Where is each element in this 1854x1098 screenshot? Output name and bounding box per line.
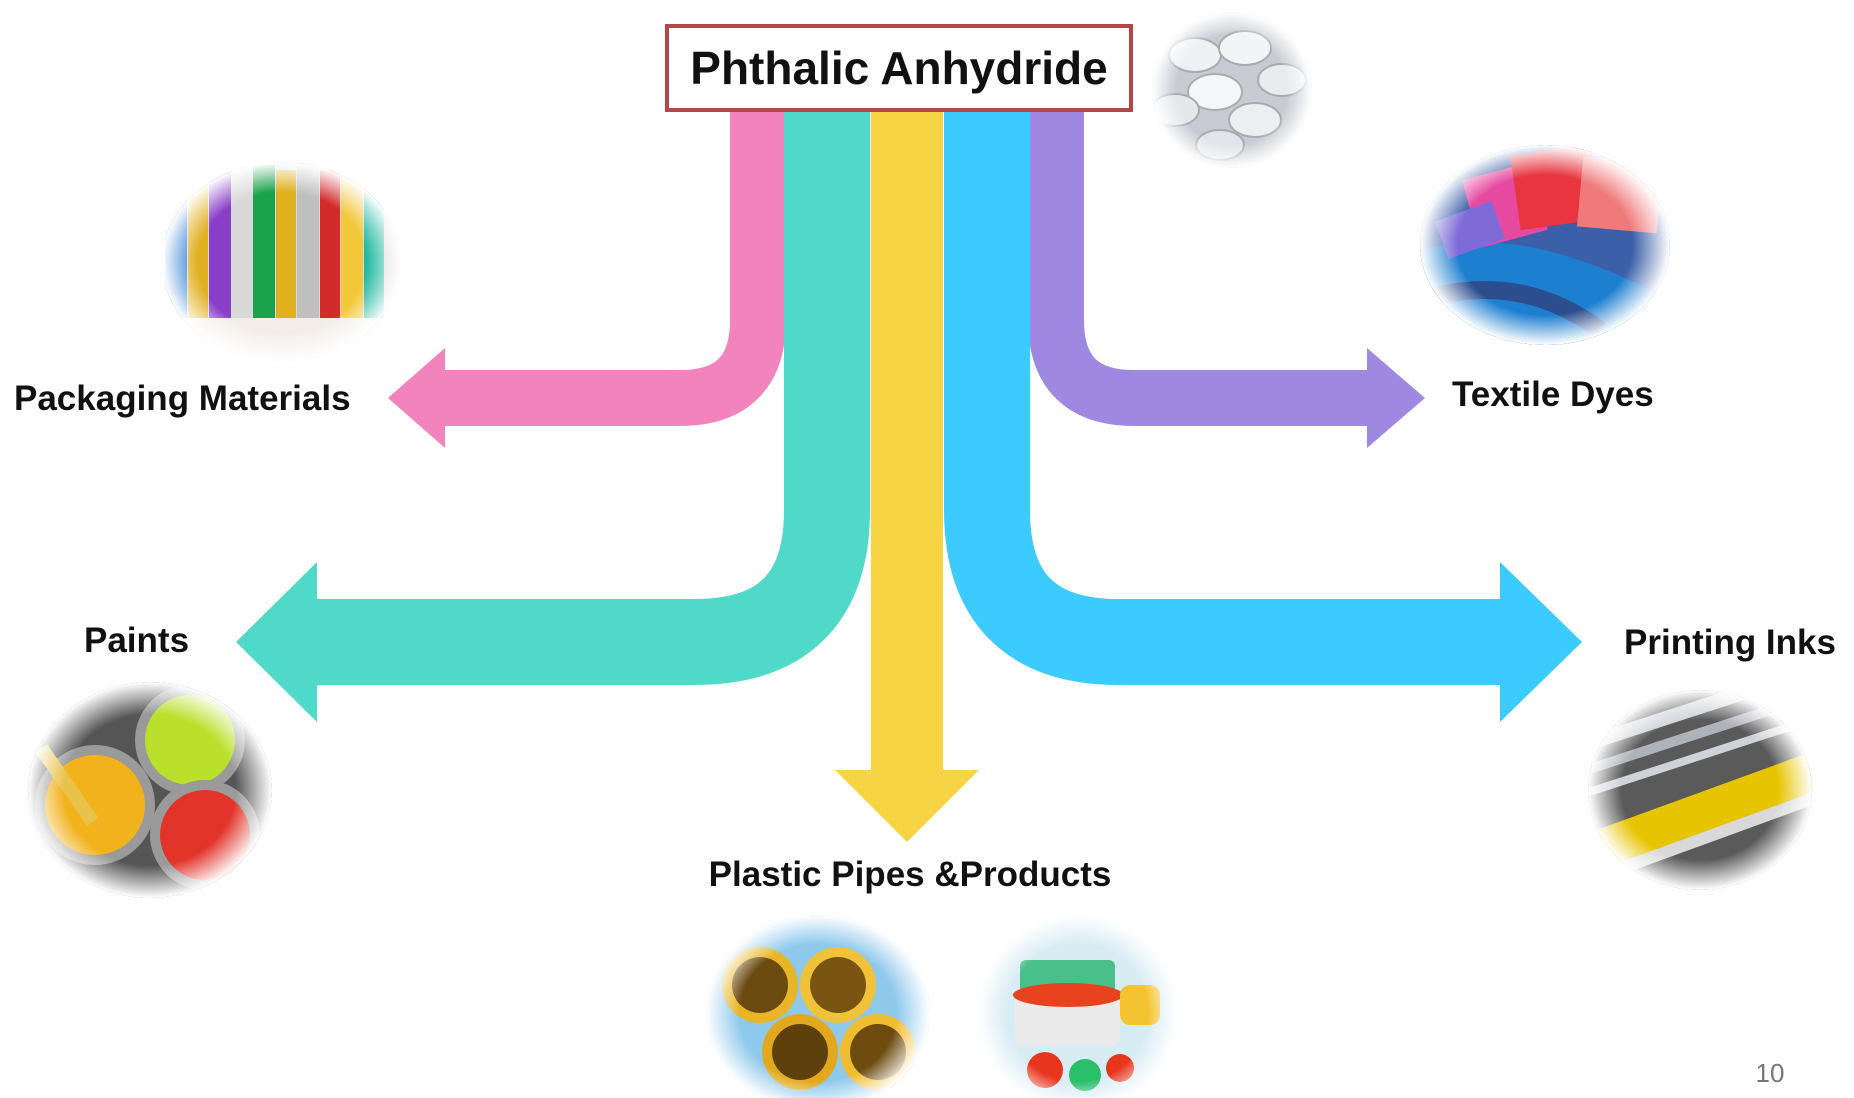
inks-arrowhead [1500,562,1582,722]
plastic-pipes-image [706,915,930,1098]
packaging-arrowhead [388,348,445,448]
plastics-arrowhead [835,770,979,842]
label-plastics: Plastic Pipes &Products [709,855,1112,894]
foil-rolls-image [162,162,402,362]
page-number: 10 [1756,1058,1785,1088]
textiles-arrowhead [1367,348,1425,448]
source-label: Phthalic Anhydride [690,42,1107,94]
fabric-image [1420,145,1670,345]
label-textiles: Textile Dyes [1452,375,1654,414]
label-inks: Printing Inks [1624,623,1836,662]
tablets-image [1152,12,1312,168]
paint-cans-image [28,682,272,898]
paints-arrowhead [236,562,317,722]
textiles-arrow-stem [1028,110,1372,426]
plastics-arrow-stem [871,110,943,775]
paints-arrow-stem [312,110,870,685]
packaging-arrow-stem [440,110,786,426]
source-box [665,24,1133,112]
printing-press-image [1588,690,1812,890]
plastic-containers-image [978,915,1178,1098]
label-paints: Paints [84,621,189,660]
inks-arrow-stem [944,110,1505,685]
label-packaging: Packaging Materials [14,379,351,418]
